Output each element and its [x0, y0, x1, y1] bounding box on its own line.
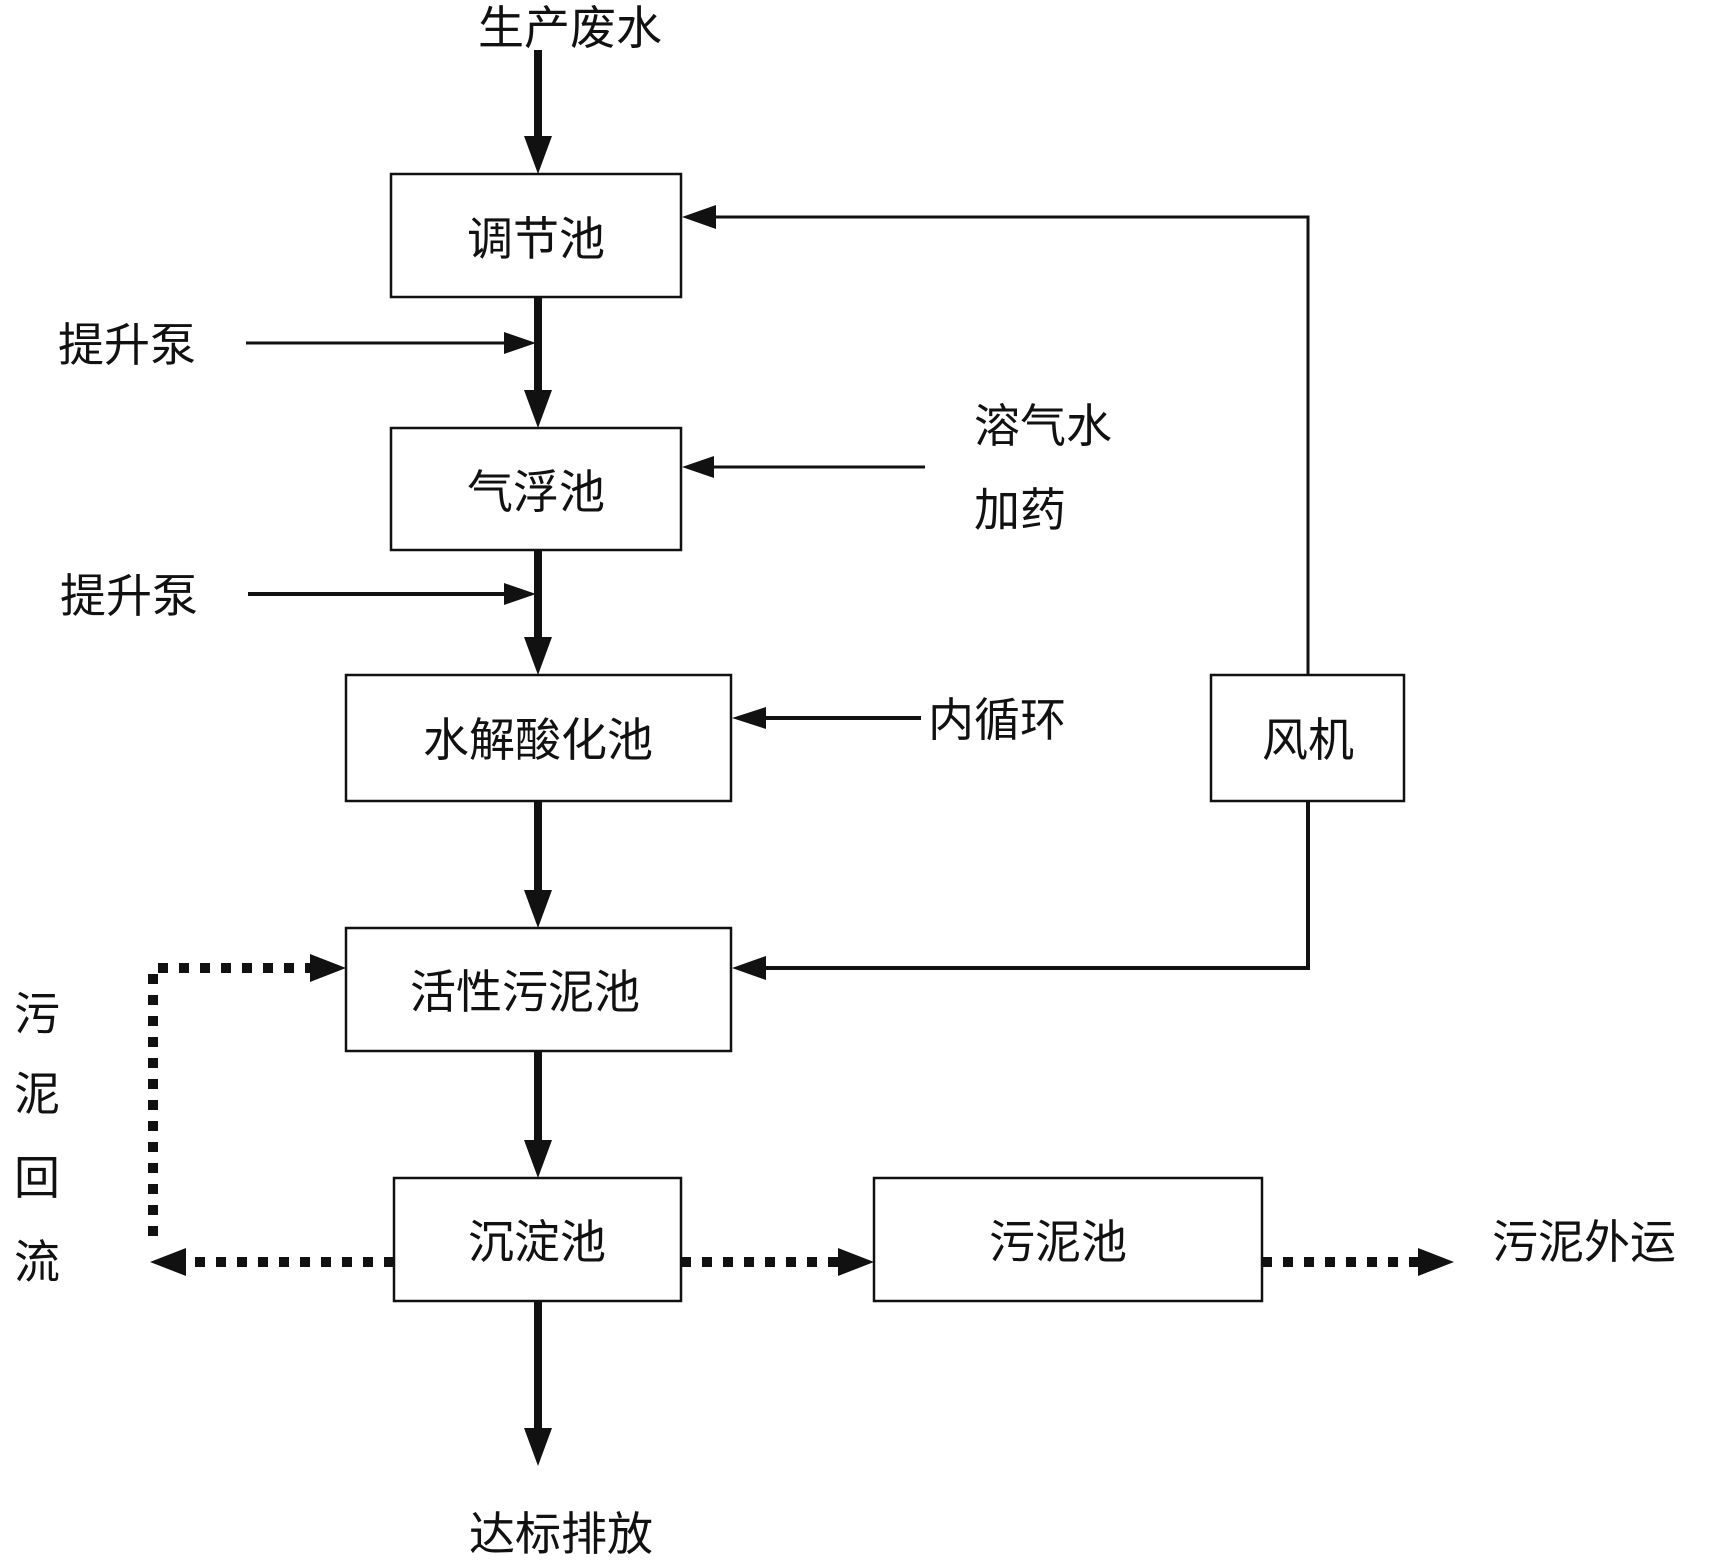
sludge-line-to-sludge-tank — [681, 1248, 874, 1276]
label-sludge-return-char: 泥 — [14, 1067, 60, 1121]
arrow-pump-1 — [246, 332, 536, 354]
label-dosing: 加药 — [974, 483, 1066, 537]
air-line-blower-to-activated — [732, 801, 1310, 980]
arrow-sedimentation-to-discharge — [524, 1301, 552, 1466]
box-label-flotation-tank: 气浮池 — [467, 465, 605, 519]
arrow-activated-to-sedimentation — [524, 1051, 552, 1178]
label-sludge-return: 污 泥 回 流 — [14, 987, 60, 1289]
label-sludge-return-char: 流 — [14, 1235, 60, 1289]
label-dissolved-air-water: 溶气水 — [974, 399, 1112, 453]
label-sludge-return-char: 污 — [14, 987, 60, 1041]
label-sludge-transport: 污泥外运 — [1492, 1215, 1676, 1269]
box-hydrolysis-acidification-tank: 水解酸化池 — [344, 673, 733, 803]
box-blower: 风机 — [1209, 673, 1406, 803]
box-activated-sludge-tank: 活性污泥池 — [344, 926, 733, 1053]
box-sedimentation-tank: 沉淀池 — [392, 1176, 683, 1303]
label-discharge: 达标排放 — [469, 1507, 653, 1560]
arrow-flotation-to-hydrolysis — [524, 550, 552, 675]
box-flotation-tank: 气浮池 — [389, 426, 683, 552]
air-line-blower-to-regulating — [682, 205, 1310, 675]
arrow-input-to-regulating — [524, 50, 552, 174]
box-regulating-tank: 调节池 — [389, 172, 683, 299]
label-internal-circulation: 内循环 — [928, 693, 1066, 747]
box-label-sedimentation-tank: 沉淀池 — [468, 1215, 606, 1269]
box-label-regulating-tank: 调节池 — [467, 212, 605, 266]
sludge-line-to-transport — [1262, 1248, 1454, 1276]
box-label-blower: 风机 — [1262, 713, 1354, 767]
label-lift-pump-2: 提升泵 — [60, 569, 198, 623]
label-lift-pump-1: 提升泵 — [58, 318, 196, 372]
box-label-sludge-tank: 污泥池 — [989, 1215, 1127, 1269]
arrow-hydrolysis-to-activated — [524, 801, 552, 928]
label-production-wastewater: 生产废水 — [478, 1, 662, 55]
arrow-pump-2 — [248, 583, 536, 605]
arrow-regulating-to-flotation — [524, 298, 552, 428]
label-sludge-return-char: 回 — [14, 1151, 60, 1205]
box-sludge-tank: 污泥池 — [872, 1176, 1264, 1303]
arrow-dissolved-air-water — [682, 456, 925, 478]
box-label-hydrolysis-acidification-tank: 水解酸化池 — [423, 713, 653, 767]
box-label-activated-sludge-tank: 活性污泥池 — [410, 965, 640, 1019]
sludge-return-line — [148, 954, 394, 1276]
arrow-internal-circulation — [732, 707, 921, 729]
